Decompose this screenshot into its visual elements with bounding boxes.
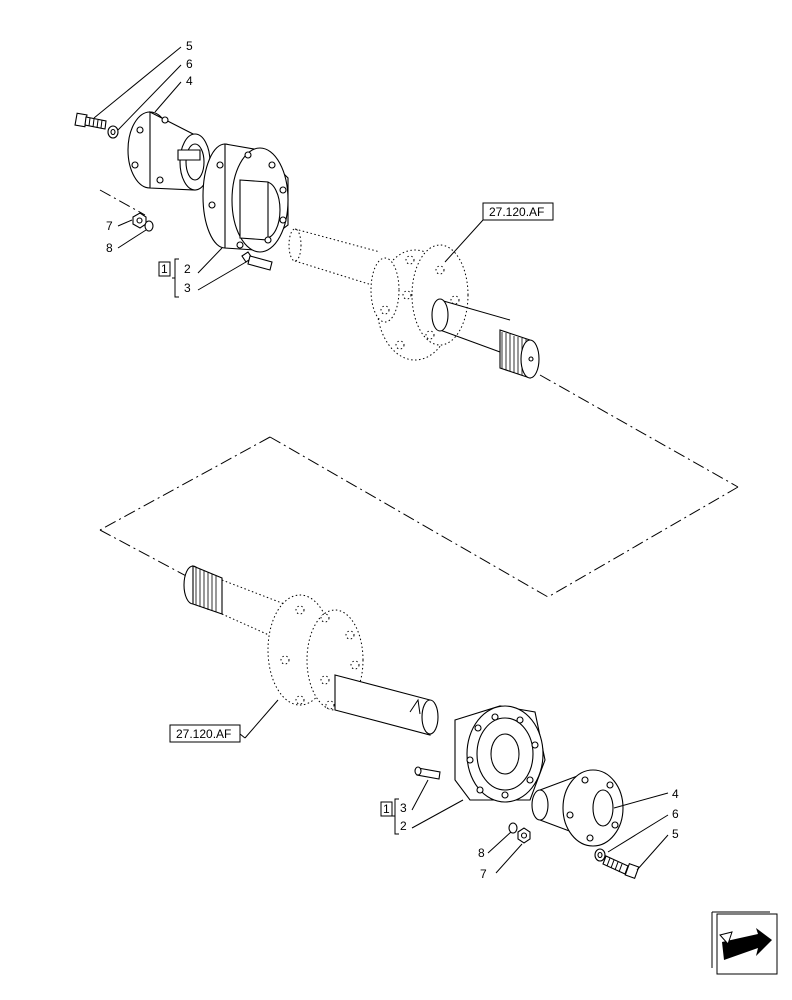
upper-centerline-left	[99, 189, 146, 216]
callout-3: 3	[184, 281, 191, 295]
reference-link[interactable]: 27.120.AF	[176, 727, 231, 741]
callout-5: 5	[186, 39, 193, 53]
leader-line	[117, 64, 182, 131]
lower-hub-bolt	[414, 766, 441, 780]
reference-link[interactable]: 27.120.AF	[489, 205, 544, 219]
link-centerline-diag	[269, 436, 549, 598]
upper-nut	[132, 212, 147, 229]
kit-number: 1	[383, 802, 390, 816]
upper-assembly: 5 6 4 7 8 2 3 1 27.120.AF	[74, 39, 739, 598]
leader-line	[495, 843, 523, 874]
lower-assembly: 4 6 5 3 2 8 7 1 27.120.AF	[169, 565, 679, 881]
leader-line	[487, 831, 512, 854]
leader-line	[197, 261, 247, 291]
leader-line	[444, 219, 484, 263]
callout-7: 7	[480, 867, 487, 881]
leader-line	[411, 779, 429, 811]
lower-lockwasher	[508, 822, 518, 834]
upper-hub	[202, 143, 289, 253]
callout-3: 3	[400, 801, 407, 815]
kit-number: 1	[161, 262, 168, 276]
upper-bolt	[74, 112, 107, 130]
link-centerline-left	[99, 529, 191, 579]
lower-splined-end	[183, 565, 223, 615]
kit-bracket	[392, 798, 399, 835]
upper-lockwasher	[144, 220, 154, 232]
callout-7: 7	[106, 219, 113, 233]
leader-line	[197, 247, 223, 274]
upper-hub-bolt	[241, 251, 273, 271]
kit-box	[380, 801, 393, 817]
lower-nut	[517, 827, 531, 844]
callout-8: 8	[478, 846, 485, 860]
leader-line	[93, 46, 182, 119]
leader-line	[613, 792, 669, 809]
callout-5: 5	[672, 827, 679, 841]
callout-4: 4	[672, 787, 679, 801]
lower-flange-coupling	[531, 769, 624, 847]
lower-hub	[454, 705, 546, 803]
leader-line	[117, 229, 147, 249]
upper-flange-coupling	[127, 111, 211, 191]
leader-line	[607, 814, 669, 853]
lower-shaft	[334, 674, 439, 736]
leader-line	[154, 81, 182, 113]
callout-2: 2	[184, 262, 191, 276]
leader-line	[411, 799, 464, 829]
callout-6: 6	[672, 807, 679, 821]
link-centerline-right	[547, 486, 739, 598]
leader-line	[117, 219, 133, 227]
reference-box[interactable]	[169, 724, 241, 743]
lower-bolt	[602, 855, 640, 880]
lower-dotted-hub	[267, 594, 364, 711]
leader-line	[636, 834, 669, 871]
callout-2: 2	[400, 819, 407, 833]
kit-box	[158, 261, 171, 277]
callout-6: 6	[186, 57, 193, 71]
callout-4: 4	[186, 74, 193, 88]
upper-shaft	[288, 228, 511, 361]
link-centerline-top	[99, 436, 271, 531]
upper-splined-end	[499, 329, 540, 379]
kit-bracket	[172, 258, 179, 298]
next-page-arrow-icon[interactable]	[711, 911, 778, 975]
callout-8: 8	[106, 241, 113, 255]
leader-line	[244, 699, 279, 739]
reference-box[interactable]	[482, 202, 554, 221]
upper-centerline-right	[539, 374, 739, 488]
